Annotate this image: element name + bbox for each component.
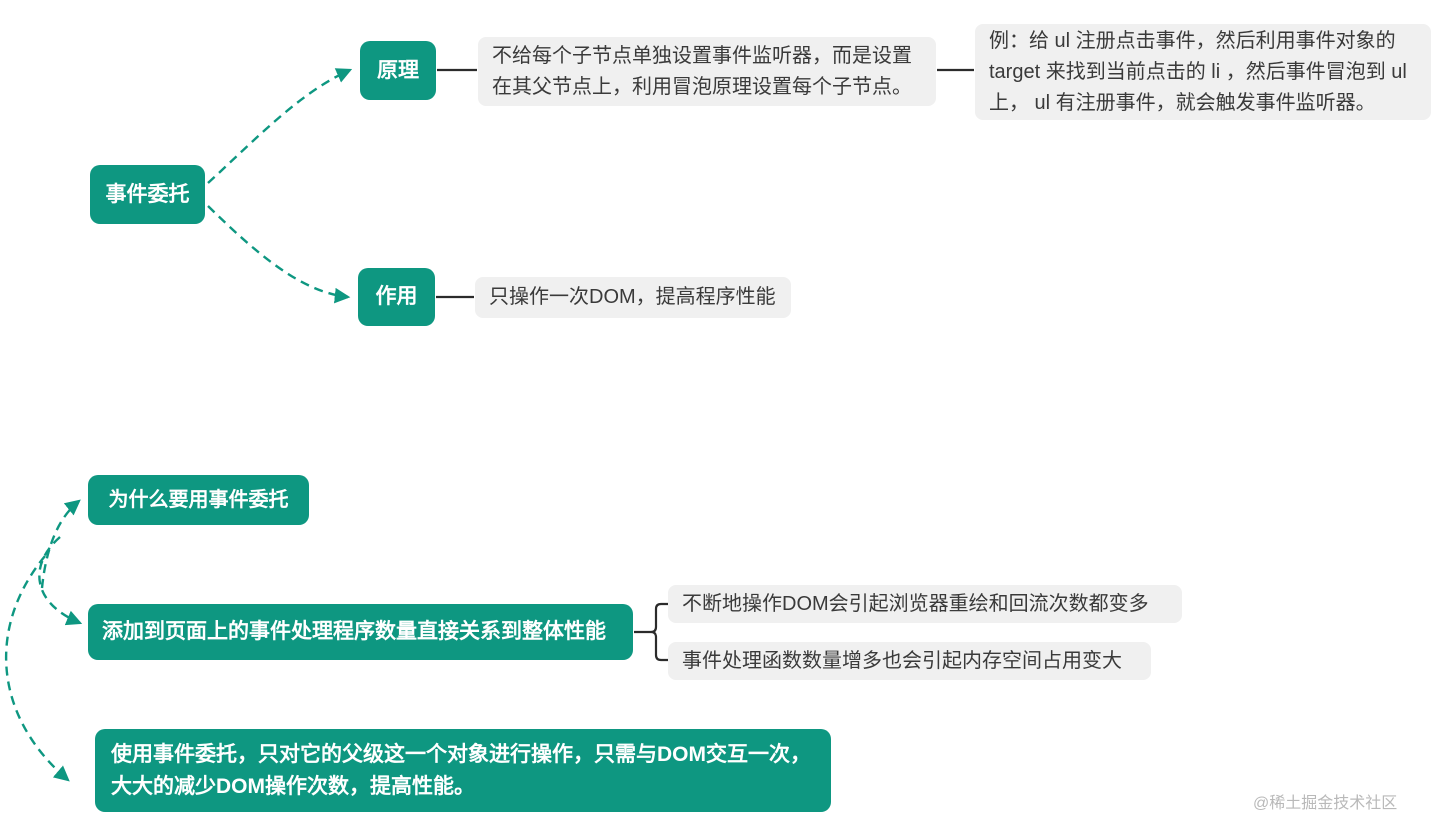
node-effect: 作用 <box>358 268 435 326</box>
edge-root2-reason2 <box>5 555 70 782</box>
principle-example: 例：给 ul 注册点击事件，然后利用事件对象的 target 来找到当前点击的 … <box>975 24 1431 120</box>
node-reason-single-dom-interaction: 使用事件委托，只对它的父级这一个对象进行操作，只需与DOM交互一次，大大的减少D… <box>95 729 831 812</box>
node-principle: 原理 <box>360 41 436 100</box>
detail-memory-usage: 事件处理函数数量增多也会引起内存空间占用变大 <box>668 642 1151 680</box>
edge-root1-effect <box>207 205 351 304</box>
edge-root2-reason1 <box>38 536 83 626</box>
edge-reason1-bracket <box>634 602 668 662</box>
effect-description: 只操作一次DOM，提高程序性能 <box>475 277 791 318</box>
edge-root1-principle <box>207 68 353 184</box>
node-reason-handler-count: 添加到页面上的事件处理程序数量直接关系到整体性能 <box>88 604 633 660</box>
juejin-watermark: @稀土掘金技术社区 <box>1253 795 1398 812</box>
principle-description: 不给每个子节点单独设置事件监听器，而是设置在其父节点上，利用冒泡原理设置每个子节… <box>478 37 936 106</box>
node-why-event-delegation: 为什么要用事件委托 <box>88 475 309 525</box>
node-event-delegation: 事件委托 <box>90 165 205 224</box>
detail-repaint-reflow: 不断地操作DOM会引起浏览器重绘和回流次数都变多 <box>668 585 1182 623</box>
edge-up-to-root2 <box>40 499 81 589</box>
